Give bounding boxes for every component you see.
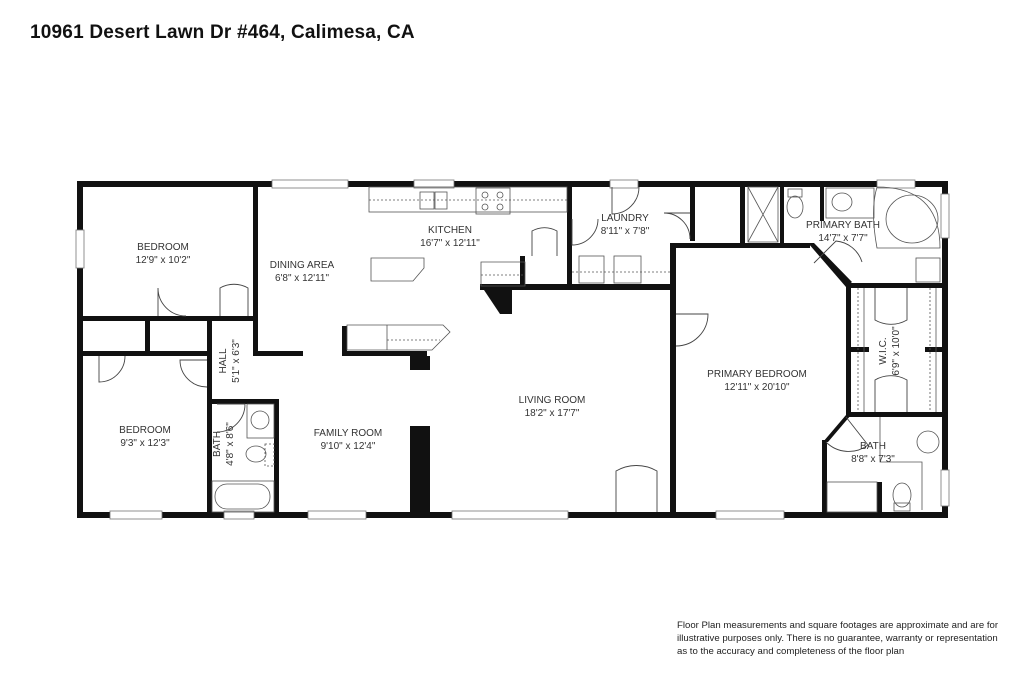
svg-text:4'8" x 8'6": 4'8" x 8'6" xyxy=(225,422,236,466)
room-label-living: LIVING ROOM 18'2" x 17'7" xyxy=(519,395,586,419)
room-label-primary-bath: PRIMARY BATH 14'7" x 7'7" xyxy=(806,220,880,244)
svg-text:14'7" x 7'7": 14'7" x 7'7" xyxy=(818,233,868,244)
room-label-laundry: LAUNDRY 8'11" x 7'8" xyxy=(601,213,650,237)
fixtures xyxy=(211,186,941,513)
svg-text:PRIMARY BATH: PRIMARY BATH xyxy=(806,220,880,231)
svg-text:LAUNDRY: LAUNDRY xyxy=(601,213,649,224)
svg-text:6'9" x 10'0": 6'9" x 10'0" xyxy=(891,326,902,376)
svg-text:6'8" x 12'11": 6'8" x 12'11" xyxy=(275,273,330,284)
svg-text:9'3" x 12'3": 9'3" x 12'3" xyxy=(120,438,170,449)
interior-walls xyxy=(77,181,948,518)
disclaimer-line-2: illustrative purposes only. There is no … xyxy=(677,633,998,644)
room-label-dining: DINING AREA 6'8" x 12'11" xyxy=(270,260,335,284)
svg-text:BEDROOM: BEDROOM xyxy=(119,425,171,436)
property-address-title: 10961 Desert Lawn Dr #464, Calimesa, CA xyxy=(30,22,415,43)
disclaimer-text: Floor Plan measurements and square foota… xyxy=(677,619,1017,658)
svg-text:DINING AREA: DINING AREA xyxy=(270,260,335,271)
svg-text:FAMILY ROOM: FAMILY ROOM xyxy=(314,428,383,439)
svg-text:5'1" x 6'3": 5'1" x 6'3" xyxy=(231,339,242,383)
svg-text:PRIMARY BEDROOM: PRIMARY BEDROOM xyxy=(707,369,807,380)
doors xyxy=(98,186,908,512)
room-label-bedroom-nw: BEDROOM 12'9" x 10'2" xyxy=(136,242,191,266)
svg-text:BATH: BATH xyxy=(860,441,886,452)
svg-text:18'2" x 17'7": 18'2" x 17'7" xyxy=(525,408,580,419)
svg-text:12'9" x 10'2": 12'9" x 10'2" xyxy=(136,255,191,266)
disclaimer-line-1: Floor Plan measurements and square foota… xyxy=(677,620,999,631)
room-label-bedroom-sw: BEDROOM 9'3" x 12'3" xyxy=(119,425,171,449)
svg-text:BEDROOM: BEDROOM xyxy=(137,242,189,253)
windows xyxy=(75,179,950,520)
room-label-hall: HALL 5'1" x 6'3" xyxy=(218,339,242,383)
svg-text:12'11" x 20'10": 12'11" x 20'10" xyxy=(724,382,790,393)
svg-text:KITCHEN: KITCHEN xyxy=(428,225,472,236)
svg-text:9'10" x 12'4": 9'10" x 12'4" xyxy=(321,441,376,452)
svg-text:BATH: BATH xyxy=(212,431,223,457)
room-label-family: FAMILY ROOM 9'10" x 12'4" xyxy=(314,428,383,452)
svg-text:16'7" x 12'11": 16'7" x 12'11" xyxy=(420,238,480,249)
disclaimer-line-3: as to the accuracy and completeness of t… xyxy=(677,646,905,657)
svg-text:8'11" x 7'8": 8'11" x 7'8" xyxy=(601,226,650,237)
room-label-primary-bedroom: PRIMARY BEDROOM 12'11" x 20'10" xyxy=(707,369,807,393)
svg-text:HALL: HALL xyxy=(218,348,229,373)
svg-text:8'8" x 7'3": 8'8" x 7'3" xyxy=(851,454,895,465)
room-label-kitchen: KITCHEN 16'7" x 12'11" xyxy=(420,225,480,249)
svg-text:W.I.C.: W.I.C. xyxy=(878,337,889,364)
room-label-bath-east: BATH 8'8" x 7'3" xyxy=(851,441,895,465)
room-label-bath-small: BATH 4'8" x 8'6" xyxy=(212,422,236,466)
room-label-wic: W.I.C. 6'9" x 10'0" xyxy=(878,326,902,376)
svg-text:LIVING ROOM: LIVING ROOM xyxy=(519,395,586,406)
